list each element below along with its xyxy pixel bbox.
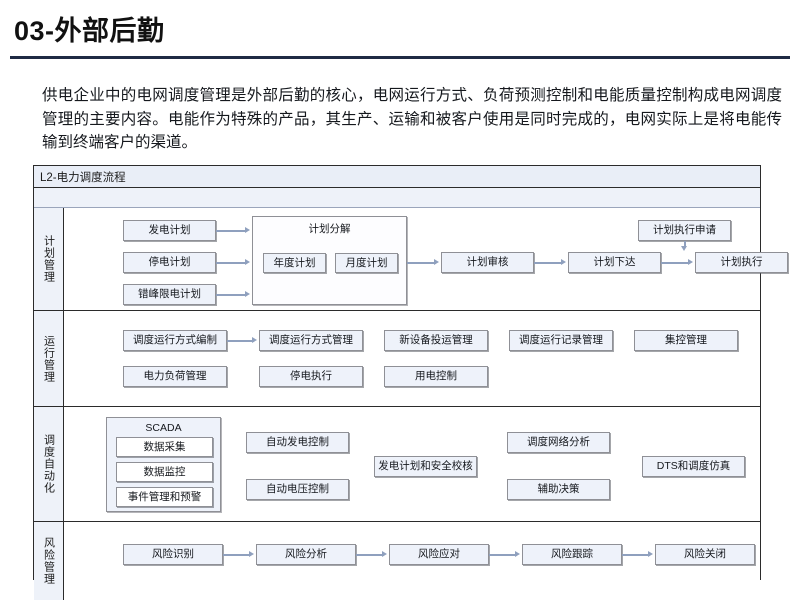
swimlane-dispatch-automation: 调度自动化 SCADA 数据采集 数据监控 事件管理和预警 自动发电控制 自动电… — [34, 407, 760, 522]
node-power-load-management[interactable]: 电力负荷管理 — [123, 366, 227, 387]
arrowhead-analysis-to-response — [382, 550, 387, 557]
arrowhead-gen-to-decomposition — [245, 226, 250, 233]
swimlane-label-text: 风险管理 — [42, 537, 55, 585]
node-automatic-generation-control[interactable]: 自动发电控制 — [246, 432, 349, 453]
swimlane-label-operation-management: 运行管理 — [34, 311, 64, 406]
node-risk-closure[interactable]: 风险关闭 — [655, 544, 755, 565]
node-outage-execution[interactable]: 停电执行 — [259, 366, 363, 387]
swimlane-body-risk-management: 风险识别 风险分析 风险应对 风险跟踪 风险关闭 — [64, 522, 760, 600]
swimlane-body-operation-management: 调度运行方式编制 调度运行方式管理 新设备投运管理 调度运行记录管理 集控管理 … — [64, 311, 760, 406]
node-monthly-plan[interactable]: 月度计划 — [335, 253, 398, 273]
node-plan-release[interactable]: 计划下达 — [568, 252, 661, 273]
node-generation-plan-security-check[interactable]: 发电计划和安全校核 — [374, 456, 477, 477]
arrowhead-release-to-execution — [688, 258, 693, 265]
process-diagram: L2-电力调度流程 计划管理 发电计划 停电计划 错峰限电计划 — [33, 165, 788, 600]
connector-review-to-release — [534, 262, 563, 264]
node-dispatch-record-management[interactable]: 调度运行记录管理 — [509, 330, 613, 351]
node-decision-support[interactable]: 辅助决策 — [507, 479, 610, 500]
node-risk-tracking[interactable]: 风险跟踪 — [522, 544, 622, 565]
arrowhead-identification-to-analysis — [249, 550, 254, 557]
connector-peak-to-decomposition — [216, 294, 247, 296]
intro-paragraph: 供电企业中的电网调度管理是外部后勤的核心，电网运行方式、负荷预测控制和电能质量控… — [42, 87, 782, 151]
swimlane-operation-management: 运行管理 调度运行方式编制 调度运行方式管理 新设备投运管理 调度运行记录管理 … — [34, 311, 760, 407]
node-plan-execution[interactable]: 计划执行 — [695, 252, 788, 273]
arrowhead-decomposition-to-review — [434, 258, 439, 265]
swimlane-body-plan-management: 发电计划 停电计划 错峰限电计划 计划分解 年度计划 月度计划 计划 — [64, 208, 788, 310]
node-dispatch-mode-drafting[interactable]: 调度运行方式编制 — [123, 330, 227, 351]
node-outage-plan[interactable]: 停电计划 — [123, 252, 216, 273]
node-new-equipment-commissioning[interactable]: 新设备投运管理 — [384, 330, 488, 351]
group-plan-decomposition: 计划分解 年度计划 月度计划 — [252, 216, 407, 305]
node-power-generation-plan[interactable]: 发电计划 — [123, 220, 216, 241]
connector-tracking-to-closure — [622, 554, 650, 556]
swimlane-label-text: 计划管理 — [42, 235, 55, 283]
diagram-header: L2-电力调度流程 — [34, 166, 760, 188]
connector-gen-to-decomposition — [216, 230, 247, 232]
node-dispatch-network-analysis[interactable]: 调度网络分析 — [507, 432, 610, 453]
group-scada: SCADA 数据采集 数据监控 事件管理和预警 — [106, 417, 221, 512]
arrowhead-peak-to-decomposition — [245, 290, 250, 297]
arrowhead-drafting-to-management — [252, 336, 257, 343]
title-divider — [10, 56, 790, 59]
connector-analysis-to-response — [356, 554, 384, 556]
node-data-acquisition[interactable]: 数据采集 — [116, 437, 213, 457]
connector-response-to-tracking — [489, 554, 517, 556]
arrowhead-review-to-release — [561, 258, 566, 265]
arrowhead-outage-to-decomposition — [245, 258, 250, 265]
swimlane-label-risk-management: 风险管理 — [34, 522, 64, 600]
swimlane-plan-management: 计划管理 发电计划 停电计划 错峰限电计划 计划分解 年度计划 月度计划 — [34, 208, 788, 311]
node-dispatch-mode-management[interactable]: 调度运行方式管理 — [259, 330, 363, 351]
connector-request-to-execution — [684, 241, 686, 247]
node-event-management-alarm[interactable]: 事件管理和预警 — [116, 487, 213, 507]
connector-decomposition-to-review — [407, 262, 436, 264]
node-risk-response[interactable]: 风险应对 — [389, 544, 489, 565]
node-peak-shifting-plan[interactable]: 错峰限电计划 — [123, 284, 216, 305]
swimlane-body-dispatch-automation: SCADA 数据采集 数据监控 事件管理和预警 自动发电控制 自动电压控制 发电… — [64, 407, 760, 521]
connector-drafting-to-management — [227, 340, 254, 342]
diagram-rows: 计划管理 发电计划 停电计划 错峰限电计划 计划分解 年度计划 月度计划 — [34, 208, 788, 600]
arrowhead-response-to-tracking — [515, 550, 520, 557]
node-automatic-voltage-control[interactable]: 自动电压控制 — [246, 479, 349, 500]
swimlane-label-text: 调度自动化 — [42, 434, 55, 494]
node-centralized-control-management[interactable]: 集控管理 — [634, 330, 738, 351]
group-plan-decomposition-title: 计划分解 — [308, 223, 351, 235]
node-plan-review[interactable]: 计划审核 — [441, 252, 534, 273]
node-risk-identification[interactable]: 风险识别 — [123, 544, 223, 565]
swimlane-label-text: 运行管理 — [42, 334, 55, 383]
node-plan-execution-request[interactable]: 计划执行申请 — [638, 220, 731, 241]
node-electricity-control[interactable]: 用电控制 — [384, 366, 488, 387]
node-risk-analysis[interactable]: 风险分析 — [256, 544, 356, 565]
connector-identification-to-analysis — [223, 554, 251, 556]
arrowhead-request-to-execution — [681, 246, 687, 251]
swimlane-label-dispatch-automation: 调度自动化 — [34, 407, 64, 521]
diagram-header-label: L2-电力调度流程 — [40, 171, 126, 184]
swimlane-risk-management: 风险管理 风险识别 风险分析 风险应对 风险跟踪 风险关闭 — [34, 522, 760, 600]
connector-release-to-execution — [661, 262, 690, 264]
page-title: 03-外部后勤 — [14, 16, 165, 46]
node-data-monitoring[interactable]: 数据监控 — [116, 462, 213, 482]
group-scada-title: SCADA — [145, 422, 182, 434]
connector-outage-to-decomposition — [216, 262, 247, 264]
node-annual-plan[interactable]: 年度计划 — [263, 253, 326, 273]
node-dts-dispatch-simulation[interactable]: DTS和调度仿真 — [642, 456, 745, 477]
diagram-subbar — [34, 188, 760, 208]
swimlane-label-plan-management: 计划管理 — [34, 208, 64, 310]
arrowhead-tracking-to-closure — [648, 550, 653, 557]
